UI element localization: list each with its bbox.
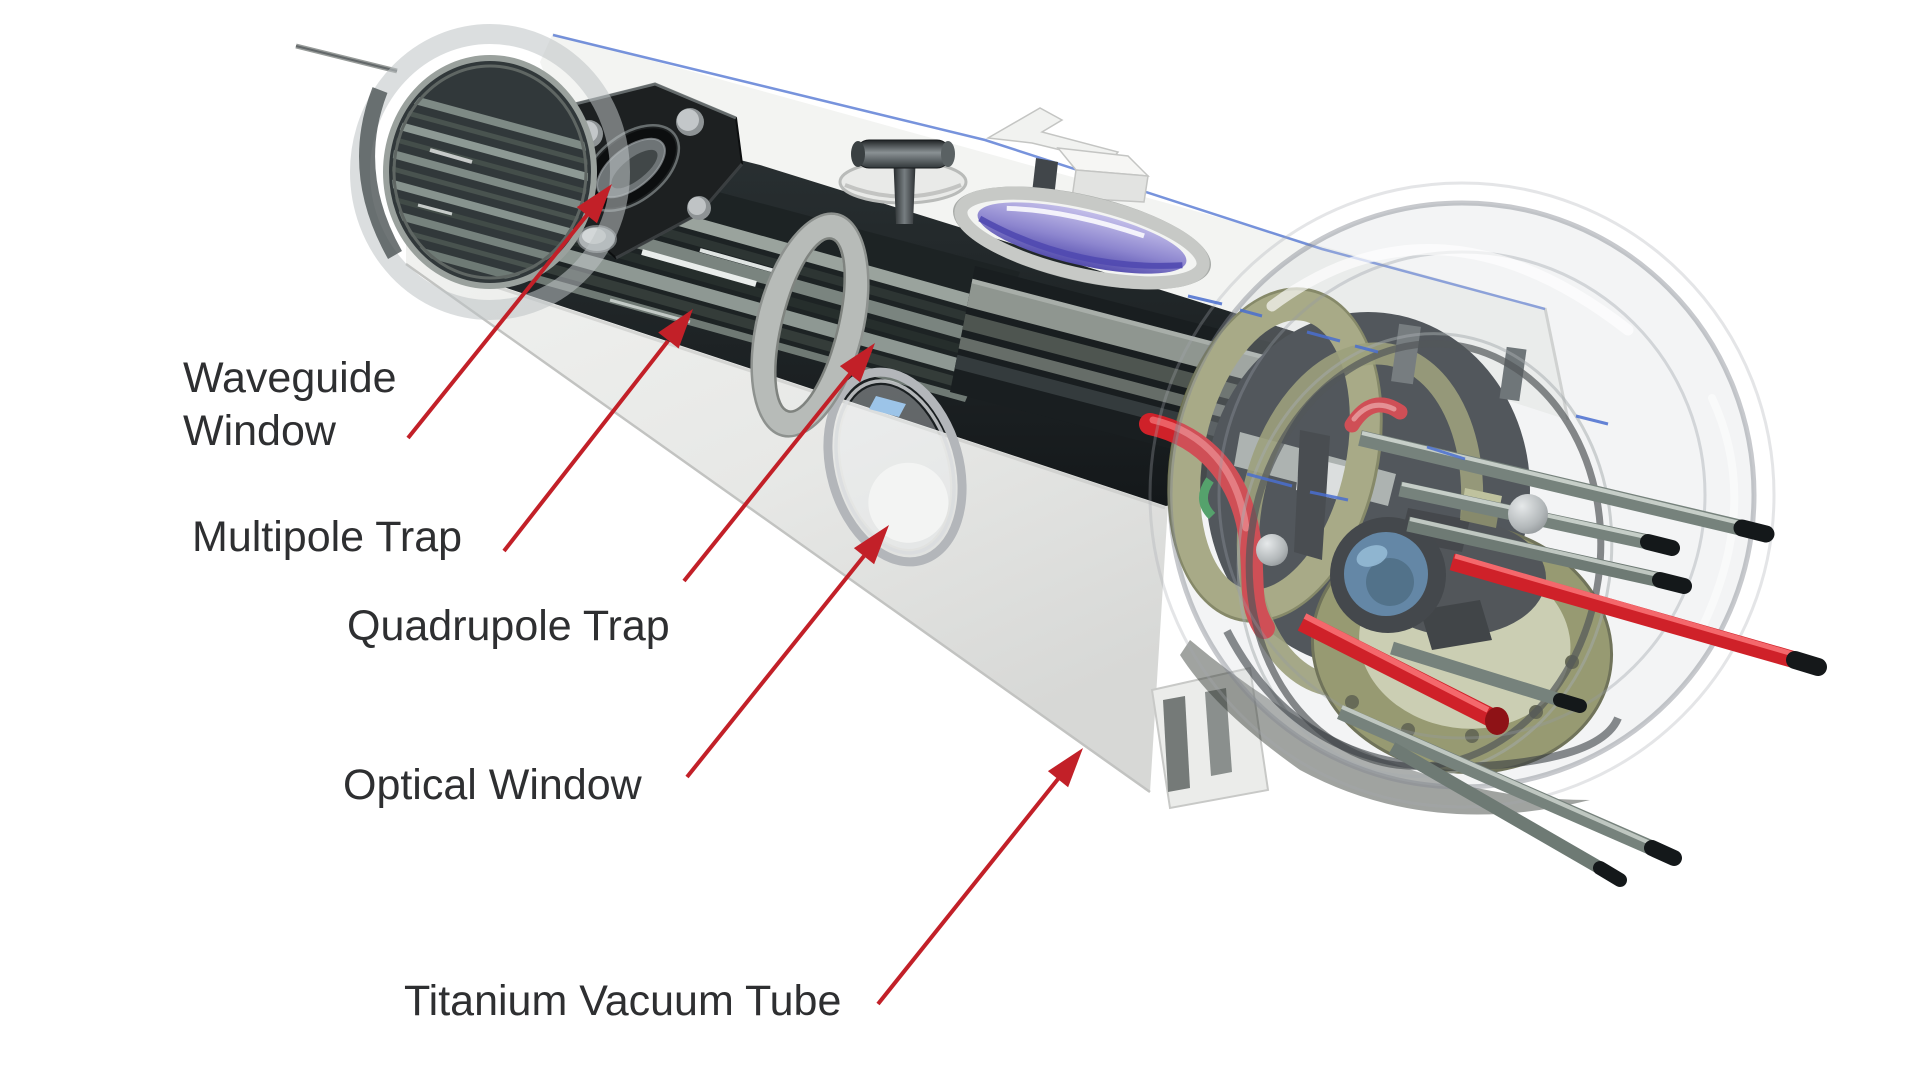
- titanium-vacuum-tube-label: Titanium Vacuum Tube: [404, 977, 841, 1025]
- callouts: [406, 184, 1083, 1006]
- cad-edge-dashes: [1187, 294, 1609, 502]
- multipole-trap-label: Multipole Trap: [192, 513, 462, 561]
- waveguide-window-arrow: [406, 184, 612, 440]
- end-cap-grille: [350, 24, 630, 320]
- multipole-trap-arrow: [502, 309, 693, 553]
- optical-window-label: Optical Window: [343, 761, 643, 809]
- waveguide-window-label-line1: Waveguide: [183, 354, 397, 402]
- titanium-vacuum-tube-arrow: [876, 748, 1083, 1006]
- top-viewport-window: [953, 186, 1211, 290]
- optical-window-port: [823, 367, 967, 567]
- far-edge-block: [1032, 147, 1150, 203]
- far-edge-highlight: [552, 33, 1546, 311]
- feedthrough-pins: [1256, 430, 1827, 887]
- waveguide-window-label-line2: Window: [183, 407, 337, 455]
- blue-glass-glint: [869, 396, 906, 417]
- quadrupole-trap-arrow: [682, 343, 875, 583]
- optical-window-arrow: [685, 525, 889, 779]
- red-electrode-pin: [1449, 553, 1827, 676]
- far-edge-tab: [985, 107, 1120, 163]
- green-wire: [1199, 477, 1216, 520]
- vent-valve-knob: [838, 139, 968, 224]
- foot-bracket: [1150, 666, 1270, 810]
- support-collar-ring: [750, 212, 870, 438]
- blue-lens: [1330, 517, 1446, 633]
- housing-front-face: [406, 210, 1168, 792]
- quadrupole-trap-label: Quadrupole Trap: [347, 602, 670, 650]
- labels: Waveguide Window Multipole Trap Quadrupo…: [183, 354, 841, 1025]
- red-electrode-pin-short: [1297, 613, 1509, 735]
